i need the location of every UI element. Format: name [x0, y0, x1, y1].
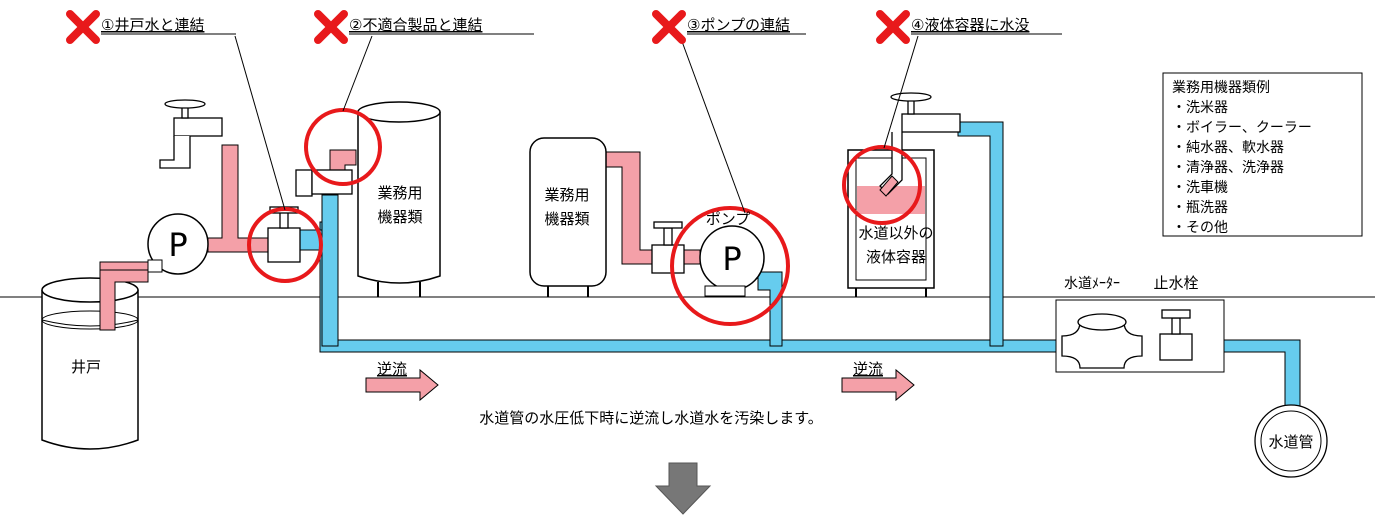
caption: 水道管の水圧低下時に逆流し水道水を汚染します。 — [479, 409, 823, 427]
leader-lines — [234, 35, 919, 214]
warning-x-icon-2 — [314, 10, 348, 44]
warning-label-3: ③ポンプの連結 — [687, 16, 790, 34]
warning-x-marks — [66, 10, 910, 44]
well-label: 井戸 — [71, 358, 101, 376]
examples-title: 業務用機器類例 — [1172, 80, 1270, 96]
example-item: ・瓶洗器 — [1172, 200, 1228, 216]
valve-3 — [651, 221, 685, 274]
faucet-1 — [159, 99, 223, 169]
example-item: ・純水器、軟水器 — [1172, 140, 1284, 156]
water-main — [1254, 404, 1328, 478]
well — [41, 269, 149, 450]
faucet-4 — [879, 92, 961, 195]
highlight-circle-3 — [670, 206, 790, 326]
container-label-line2: 液体容器 — [866, 248, 926, 266]
example-item: ・洗米器 — [1172, 100, 1228, 116]
warning-label-2: ②不適合製品と連結 — [349, 16, 482, 34]
backflow-label-1: 逆流 — [377, 360, 407, 378]
backflow-arrow-1 — [365, 368, 439, 402]
stopcock-valve — [1159, 309, 1193, 361]
example-item: ・洗車機 — [1172, 179, 1228, 196]
pump-3 — [699, 225, 765, 297]
equipment-2-label-line1: 業務用 — [377, 184, 422, 202]
water-supply-pipes — [299, 121, 1301, 421]
equipment-3-label-line2: 機器類 — [544, 210, 589, 228]
warning-x-icon-1 — [66, 10, 100, 44]
pump-1 — [147, 213, 209, 275]
equipment-3 — [529, 137, 607, 297]
pump-1-letter: P — [168, 226, 187, 264]
warning-label-4: ④液体容器に水没 — [911, 16, 1029, 34]
valve-1 — [267, 206, 301, 263]
pump-3-letter: P — [722, 240, 741, 278]
meter-label: 水道ﾒｰﾀｰ — [1064, 276, 1120, 292]
equipment-2-label-line2: 機器類 — [377, 208, 422, 226]
equipment-3-label-line1: 業務用 — [544, 186, 589, 204]
submerged-spout — [879, 175, 899, 197]
backflow-label-2: 逆流 — [853, 360, 883, 378]
warning-x-icon-3 — [652, 10, 686, 44]
water-meter — [1061, 313, 1143, 369]
stopcock-label: 止水栓 — [1153, 274, 1198, 292]
highlight-circle-4 — [842, 145, 922, 225]
container-label-line1: 水道以外の — [858, 224, 933, 242]
backflow-arrow-2 — [841, 368, 915, 402]
warning-x-icon-4 — [876, 10, 910, 44]
down-arrow-icon — [654, 462, 712, 515]
example-item: ・その他 — [1172, 220, 1228, 236]
example-item: ・ボイラー、クーラー — [1172, 120, 1312, 136]
pump-word-label: ポンプ — [706, 210, 751, 228]
example-item: ・清浄器、洗浄器 — [1172, 160, 1284, 176]
warning-label-1: ①井戸水と連結 — [101, 16, 204, 34]
examples-box — [1162, 72, 1363, 237]
water-main-label: 水道管 — [1268, 433, 1313, 451]
